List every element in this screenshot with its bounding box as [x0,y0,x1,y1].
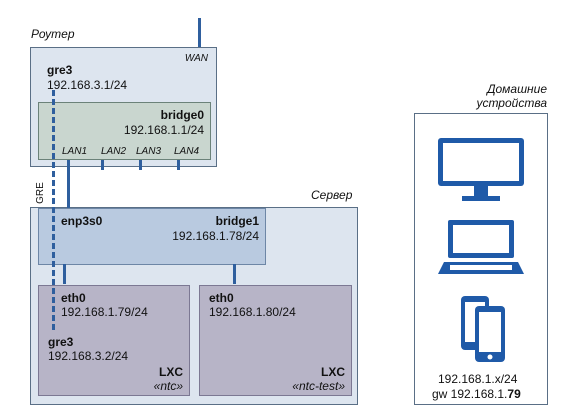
container-iface-name: eth0 [61,291,86,305]
phones-icon [461,296,505,362]
server-title: Сервер [311,188,353,202]
lxc-container-ntc: eth0 192.168.1.79/24 gre3 192.168.3.2/24… [38,285,190,396]
container-gre-ip: 192.168.3.2/24 [48,349,129,363]
home-gateway-suffix: 79 [507,387,521,401]
server-bridge-name: bridge1 [215,214,259,228]
laptop-icon [438,220,524,274]
server-box: enp3s0 bridge1 192.168.1.78/24 eth0 192.… [30,207,358,405]
bridge-to-ntc-link [63,264,66,284]
container-iface-ip: 192.168.1.79/24 [61,305,148,319]
home-gateway-prefix: gw 192.168.1. [432,387,508,401]
container-type-label: LXC [321,365,345,379]
lan-port-label: LAN1 [62,146,88,157]
lan2-port-stub [101,160,104,170]
container-iface-ip: 192.168.1.80/24 [209,305,296,319]
router-bridge-name: bridge0 [160,108,204,122]
monitor-icon [438,138,524,201]
lan4-port-stub [177,160,180,170]
router-gre-ip: 192.168.3.1/24 [47,78,128,92]
home-ip: 192.168.1.x/24 [438,372,518,386]
router-title: Роутер [31,27,75,41]
container-type-label: LXC [159,365,183,379]
router-gre-name: gre3 [47,63,73,77]
home-devices-box: 192.168.1.x/24 gw 192.168.1.79 [414,113,548,405]
wan-uplink-line [198,18,201,48]
container-name-label: «ntc» [153,379,183,393]
wan-label: WAN [184,53,208,64]
bridge-to-ntc-test-link [233,264,236,284]
container-iface-name: eth0 [209,291,234,305]
home-gateway: gw 192.168.1.79 [432,387,521,401]
container-gre-name: gre3 [48,335,74,349]
router-bridge-ip: 192.168.1.1/24 [123,123,204,137]
router-bridge-box: bridge0 192.168.1.1/24 LAN1 LAN2 LAN3 LA… [38,102,211,160]
server-nic-name: enp3s0 [61,214,103,228]
lan-port-label: LAN3 [136,146,162,157]
lan-port-label: LAN2 [101,146,127,157]
server-bridge-ip: 192.168.1.78/24 [172,229,259,243]
container-name-label: «ntc-test» [292,379,345,393]
lan-port-label: LAN4 [174,146,200,157]
lan3-port-stub [139,160,142,170]
lxc-container-ntc-test: eth0 192.168.1.80/24 LXC «ntc-test» [199,285,352,396]
router-box: WAN gre3 192.168.3.1/24 bridge0 192.168.… [30,47,217,167]
gre-tunnel-line [52,90,55,330]
home-title-line2: устройства [476,96,547,110]
gre-tunnel-label: GRE [35,182,46,204]
lan1-to-server-link [67,160,70,208]
home-title-line1: Домашние [487,82,547,96]
server-bridge-box: enp3s0 bridge1 192.168.1.78/24 [38,208,266,265]
